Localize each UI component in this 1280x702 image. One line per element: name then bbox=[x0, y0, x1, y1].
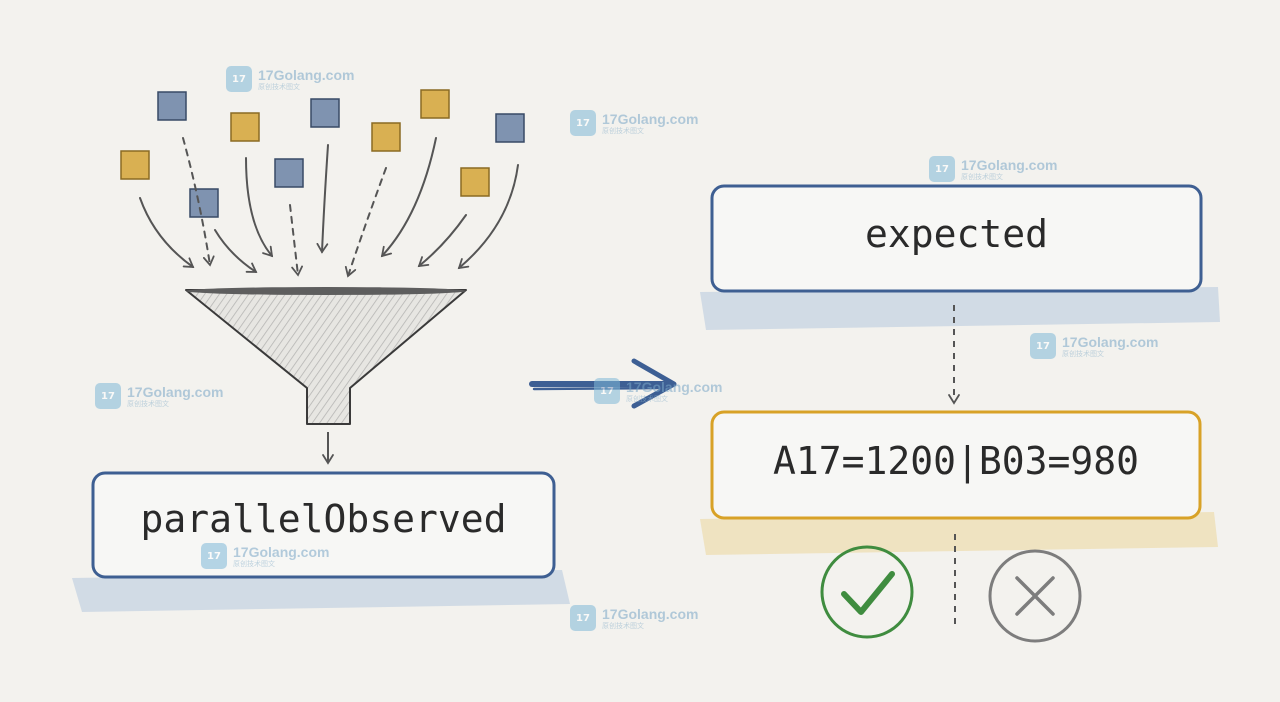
value-label: A17=1200|B03=980 bbox=[772, 439, 1140, 483]
input-square bbox=[460, 167, 490, 197]
input-arrow bbox=[417, 214, 467, 268]
input-arrow bbox=[457, 164, 519, 270]
arrow-right-icon bbox=[529, 358, 677, 409]
input-square bbox=[120, 150, 150, 180]
x-circle-icon bbox=[988, 549, 1082, 643]
check-circle-icon bbox=[820, 545, 914, 639]
observed-box-shadow bbox=[72, 570, 570, 612]
observed-label: parallelObserved bbox=[140, 497, 507, 541]
input-items bbox=[120, 89, 525, 218]
input-arrow bbox=[182, 137, 215, 267]
input-arrows bbox=[139, 137, 519, 278]
value-box bbox=[710, 410, 1202, 520]
expected-box bbox=[710, 184, 1203, 293]
input-arrow bbox=[139, 197, 195, 268]
input-arrow bbox=[289, 204, 303, 277]
input-square bbox=[310, 98, 340, 128]
input-arrow bbox=[245, 157, 274, 258]
input-square bbox=[189, 188, 219, 218]
input-square bbox=[230, 112, 260, 142]
input-arrow bbox=[214, 229, 258, 273]
input-arrow bbox=[344, 167, 387, 278]
input-square bbox=[495, 113, 525, 143]
input-square bbox=[274, 158, 304, 188]
value-box-shadow bbox=[700, 512, 1218, 555]
input-square bbox=[157, 91, 187, 121]
expected-box-shadow bbox=[700, 287, 1220, 330]
input-square bbox=[420, 89, 450, 119]
input-arrow bbox=[316, 144, 329, 254]
funnel-icon bbox=[185, 287, 467, 425]
input-arrow bbox=[380, 137, 437, 258]
input-square bbox=[371, 122, 401, 152]
expected-label: expected bbox=[864, 212, 1049, 256]
